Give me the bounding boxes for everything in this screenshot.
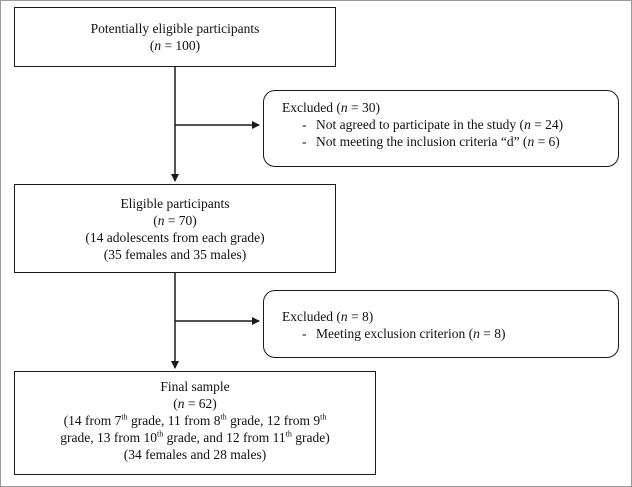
final-sample-sex: (34 females and 28 males) [123, 447, 267, 462]
eligible-participants-grades: (14 adolescents from each grade) [85, 230, 265, 245]
excluded-2-title: Excluded (n = 8) [282, 309, 374, 324]
final-sample-count: (n = 62) [173, 396, 217, 411]
potentially-eligible-count: (n = 100) [149, 38, 201, 53]
eligible-participants-box: Eligible participants (n = 70) (14 adole… [14, 184, 336, 273]
excluded-2-reason: -Meeting exclusion criterion (n = 8) [302, 326, 506, 341]
excluded-1-reason-inclusion: -Not meeting the inclusion criteria “d” … [302, 134, 560, 149]
excluded-1-reason-not-agreed: -Not agreed to participate in the study … [302, 117, 564, 132]
eligible-participants-sex: (35 females and 35 males) [103, 247, 247, 262]
excluded-1-title: Excluded (n = 30) [282, 100, 380, 115]
final-sample-grades-line-1: (14 from 7th grade, 11 from 8th grade, 1… [63, 412, 327, 428]
final-sample-box: Final sample (n = 62) (14 from 7th grade… [14, 371, 376, 475]
final-sample-title: Final sample [160, 379, 230, 394]
potentially-eligible-box: Potentially eligible participants (n = 1… [14, 7, 336, 67]
eligible-participants-title: Eligible participants [120, 196, 230, 211]
excluded-box-1: Excluded (n = 30) -Not agreed to partici… [263, 90, 619, 167]
final-sample-grades-line-2: grade, 13 from 10th grade, and 12 from 1… [60, 429, 330, 445]
potentially-eligible-title: Potentially eligible participants [90, 21, 260, 36]
excluded-box-2: Excluded (n = 8) -Meeting exclusion crit… [263, 290, 619, 358]
eligible-participants-count: (n = 70) [153, 213, 197, 228]
